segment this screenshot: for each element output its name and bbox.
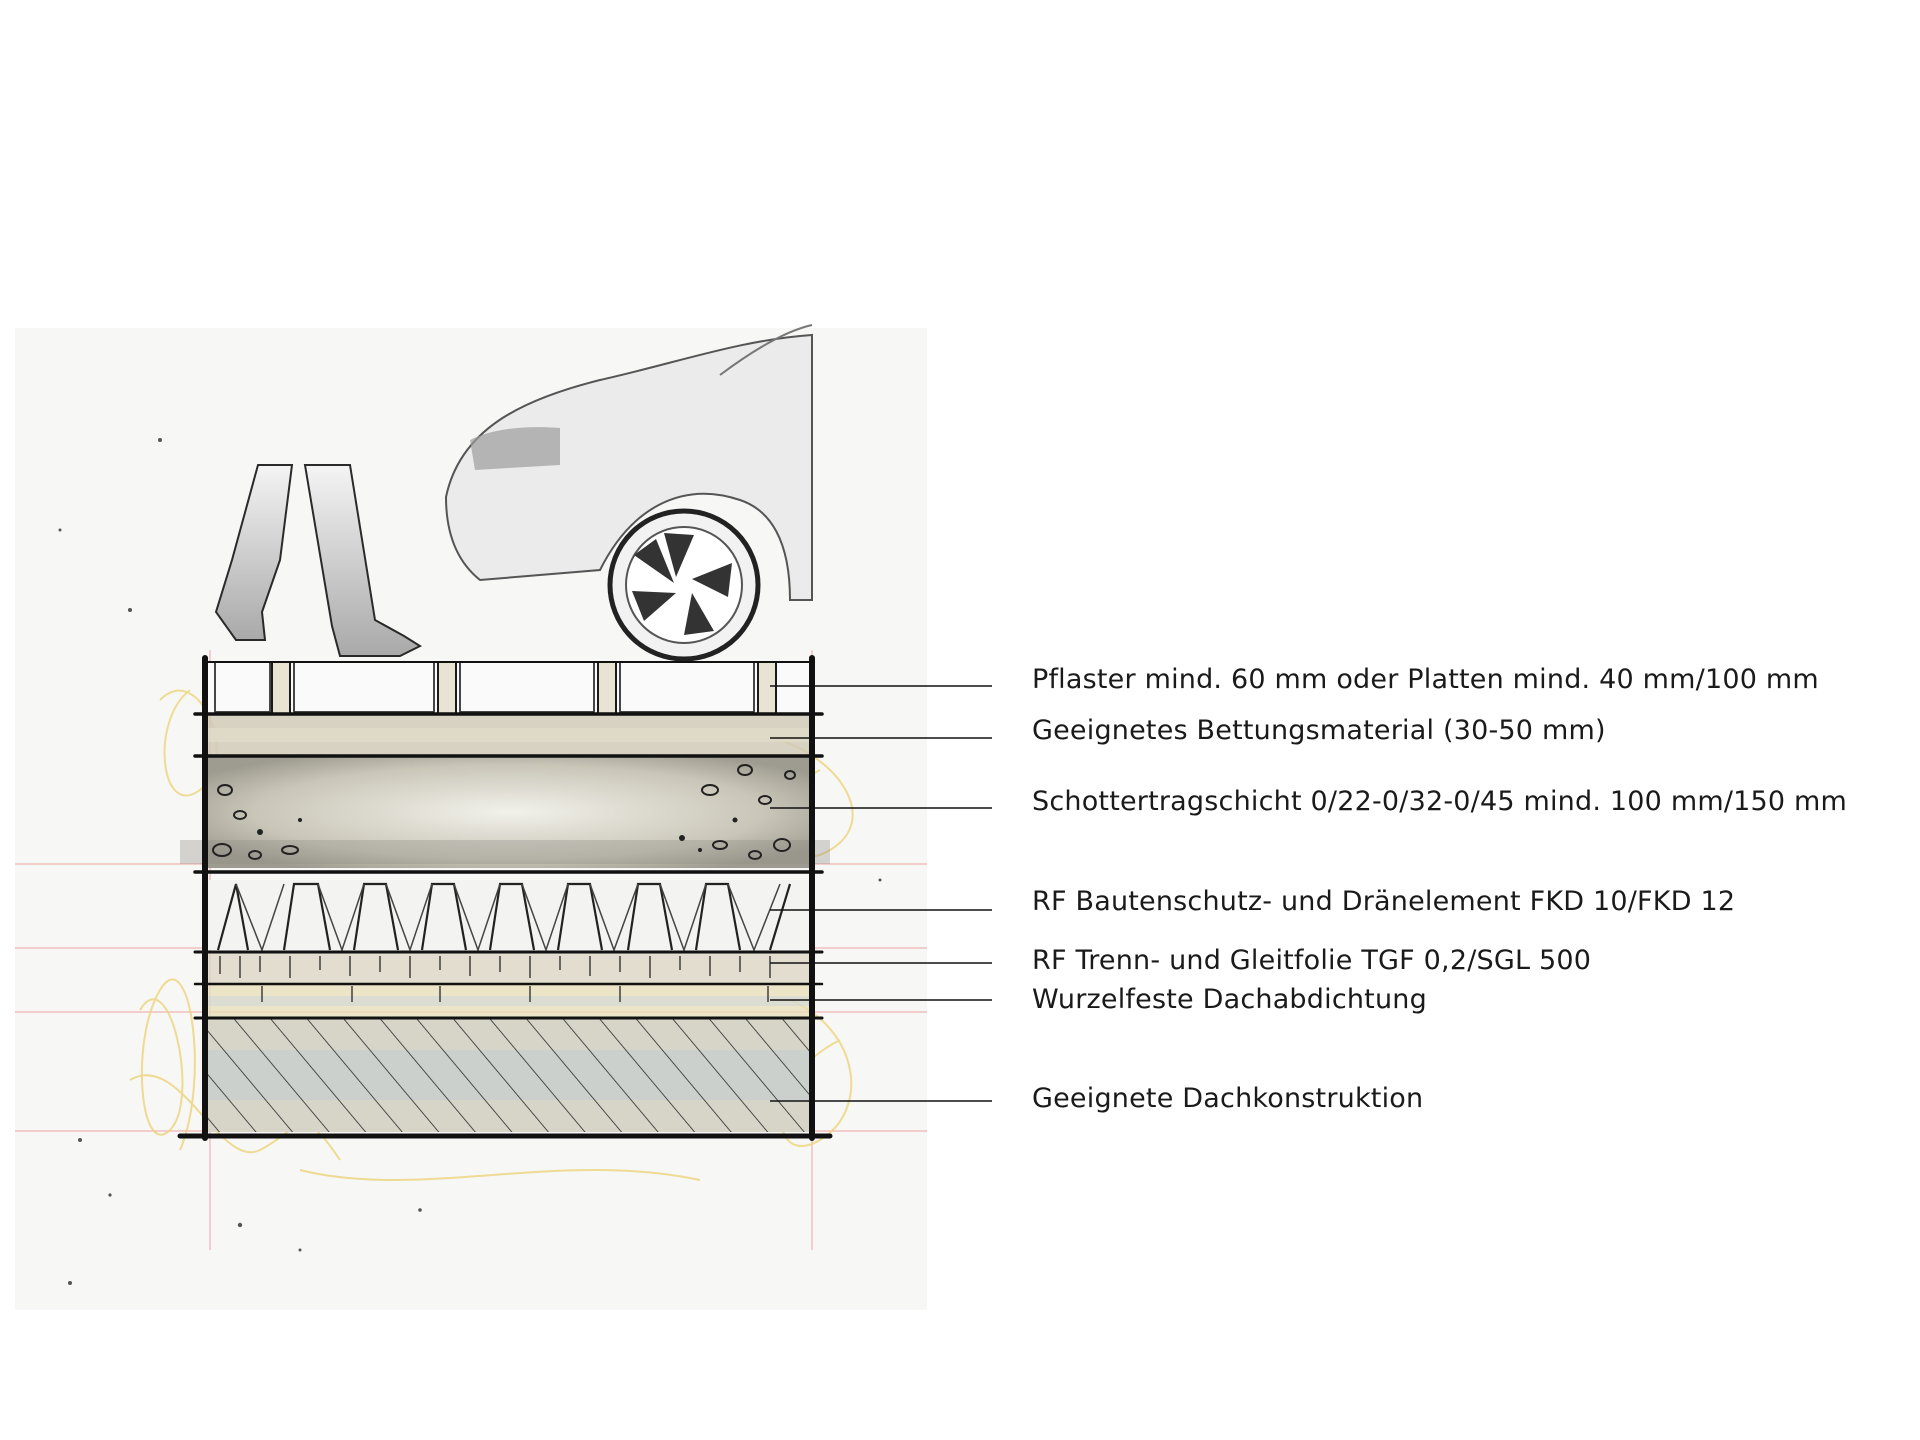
label-gravel-base: Schottertragschicht 0/22-0/32-0/45 mind.… (1032, 786, 1848, 817)
label-paving: Pflaster mind. 60 mm oder Platten mind. … (1032, 664, 1819, 695)
separation-foil (205, 952, 813, 984)
label-separation-foil: RF Trenn- und Gleitfolie TGF 0,2/SGL 500 (1032, 945, 1592, 976)
label-waterproofing: Wurzelfeste Dachabdichtung (1032, 984, 1427, 1015)
label-roof-construction: Geeignete Dachkonstruktion (1032, 1083, 1424, 1114)
car-sketch (444, 324, 813, 662)
waterproofing-layer (205, 984, 813, 1018)
label-drainage-element: RF Bautenschutz- und Dränelement FKD 10/… (1032, 886, 1736, 917)
leader-lines (770, 685, 992, 1102)
car-wheel (607, 508, 761, 662)
roof-construction-layer (205, 1018, 813, 1132)
person-legs (214, 464, 423, 657)
gravel-layer (180, 756, 830, 868)
ink-splatter (58, 438, 882, 1285)
drainage-element (205, 880, 813, 953)
paving-layer (205, 661, 813, 715)
bedding-layer (205, 714, 813, 756)
label-bedding: Geeignetes Bettungsmaterial (30-50 mm) (1032, 715, 1606, 746)
